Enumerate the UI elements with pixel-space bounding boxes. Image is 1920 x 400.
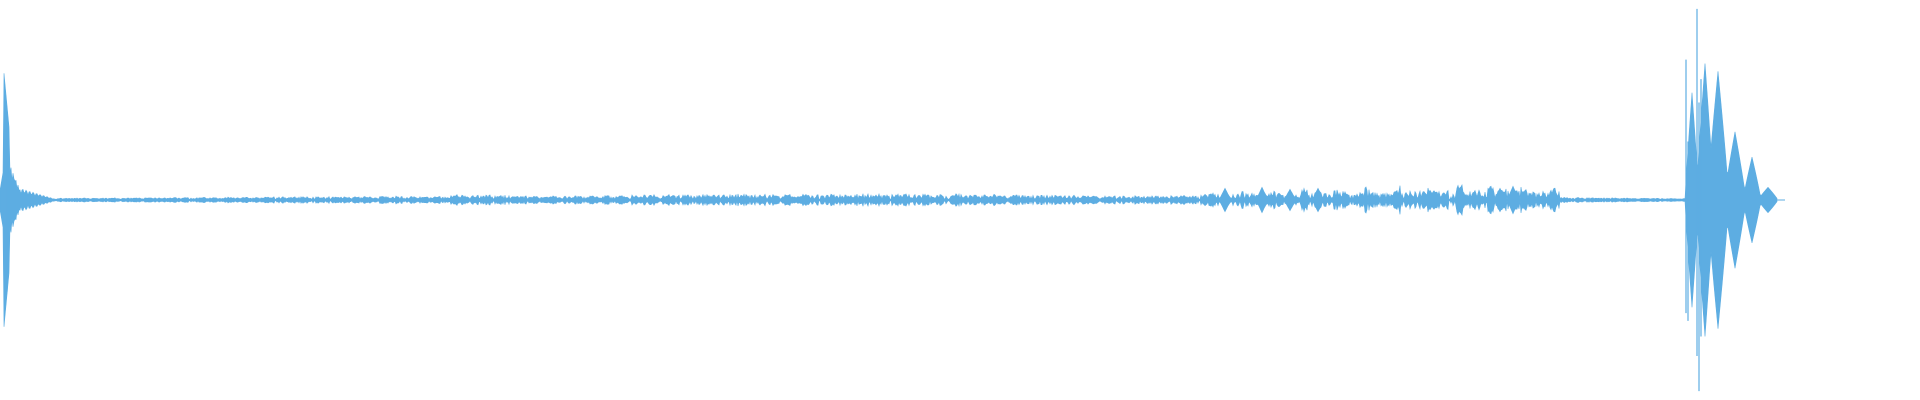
waveform-transients xyxy=(6,8,1702,392)
waveform-envelope xyxy=(0,63,1778,337)
